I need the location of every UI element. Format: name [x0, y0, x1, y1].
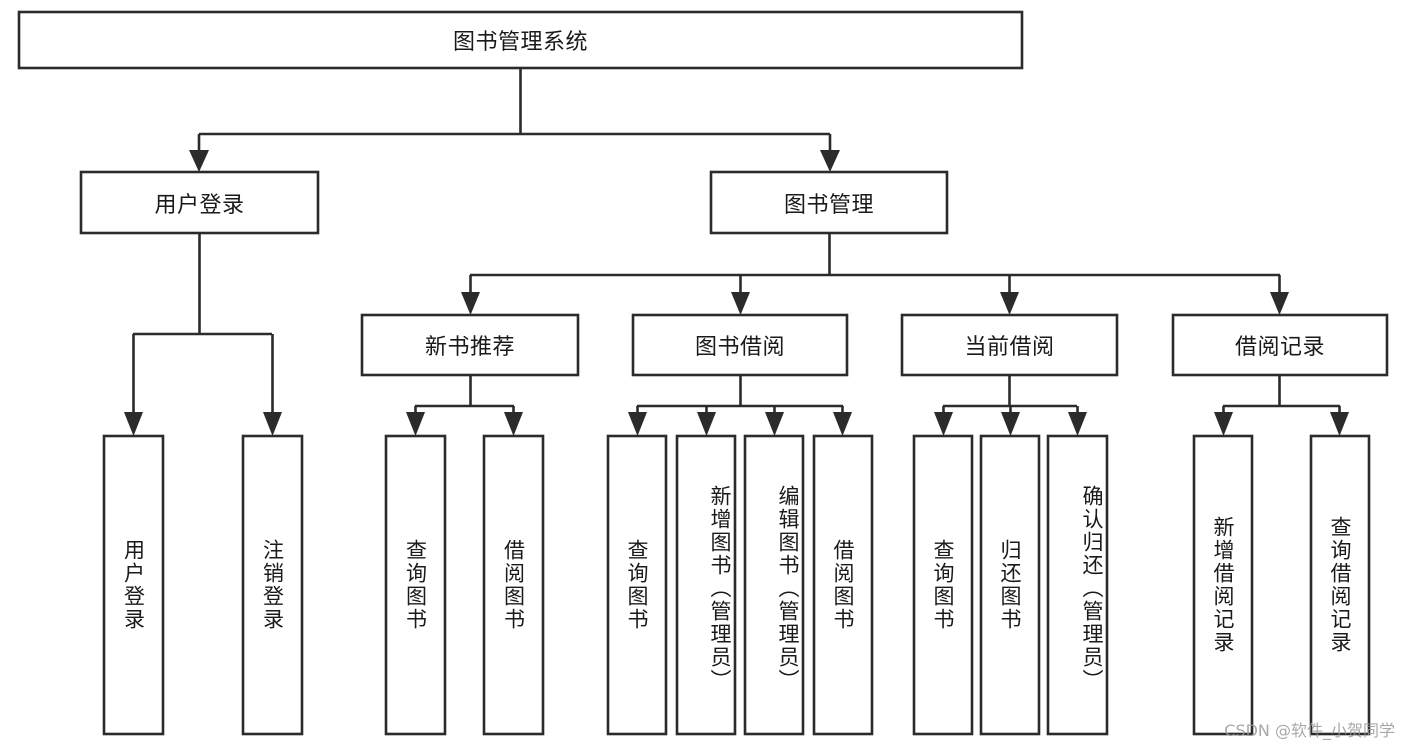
arrow-head-icon — [820, 150, 840, 172]
node-box-leaf-return-book[interactable] — [979, 434, 1041, 736]
arrow-head-icon — [1001, 412, 1020, 436]
node-box-book-manage[interactable] — [709, 170, 949, 235]
arrow-head-icon — [461, 292, 480, 315]
connector-layer — [124, 68, 1349, 436]
node-box-layer — [17, 10, 1389, 736]
node-box-leaf-borrow-book-1[interactable] — [482, 434, 545, 736]
node-box-borrow-record[interactable] — [1171, 313, 1389, 377]
arrow-head-icon — [1330, 412, 1349, 436]
arrow-head-icon — [189, 150, 209, 172]
arrow-head-icon — [934, 412, 953, 436]
arrow-head-icon — [1000, 292, 1019, 315]
node-box-leaf-logout[interactable] — [241, 434, 304, 736]
node-box-leaf-add-record[interactable] — [1192, 434, 1254, 736]
node-box-leaf-query-record[interactable] — [1309, 434, 1371, 736]
node-box-leaf-query-book-1[interactable] — [384, 434, 447, 736]
node-box-root[interactable] — [17, 10, 1024, 70]
node-box-user-login[interactable] — [79, 170, 320, 235]
node-box-new-book-recommend[interactable] — [360, 313, 580, 377]
arrow-head-icon — [504, 412, 523, 436]
node-box-book-borrow[interactable] — [631, 313, 849, 377]
arrow-head-icon — [628, 412, 647, 436]
arrow-head-icon — [765, 412, 784, 436]
arrow-head-icon — [833, 412, 852, 436]
watermark-text: CSDN @软件_小贺同学 — [1224, 721, 1395, 740]
arrow-head-icon — [124, 412, 143, 436]
arrow-head-icon — [1068, 412, 1087, 436]
node-box-leaf-add-book[interactable] — [675, 434, 737, 736]
node-box-leaf-confirm-return[interactable] — [1046, 434, 1109, 736]
node-box-leaf-query-book-2[interactable] — [606, 434, 668, 736]
arrow-head-icon — [263, 412, 282, 436]
arrow-head-icon — [1270, 292, 1289, 315]
node-box-leaf-edit-book[interactable] — [743, 434, 805, 736]
arrow-head-icon — [731, 292, 750, 315]
arrow-head-icon — [406, 412, 425, 436]
node-box-leaf-query-book-3[interactable] — [912, 434, 974, 736]
arrow-head-icon — [1214, 412, 1233, 436]
arrow-head-icon — [697, 412, 716, 436]
node-box-leaf-borrow-book-2[interactable] — [812, 434, 874, 736]
node-box-current-borrow[interactable] — [900, 313, 1119, 377]
node-box-leaf-user-login[interactable] — [102, 434, 165, 736]
